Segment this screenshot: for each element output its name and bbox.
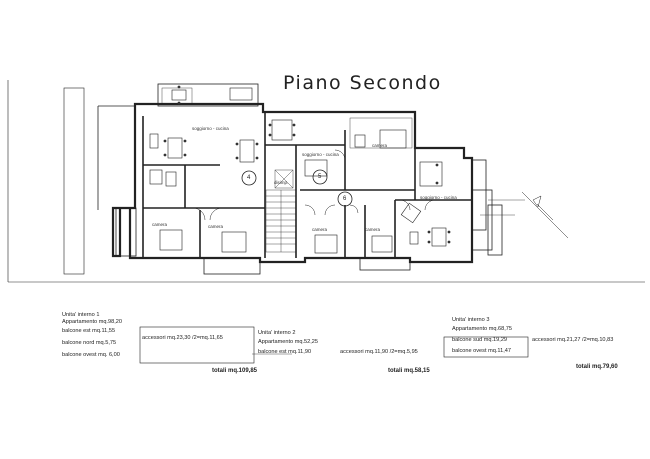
totale: totali mq.109,85 xyxy=(212,368,258,374)
balcone: balcone ovest mq. 6,00 xyxy=(62,352,120,358)
totale: totali mq.79,60 xyxy=(576,364,618,370)
unit-title: Unita' interno 3 xyxy=(452,317,490,323)
balcone: balcone ovest mq.11,47 xyxy=(452,348,511,354)
room-label: camera xyxy=(152,222,168,227)
circle-marker-4: 4 xyxy=(247,175,251,181)
totale: totali mq.58,15 xyxy=(388,368,430,374)
appartamento: Appartamento mq.52,25 xyxy=(258,339,319,345)
page-title: Piano Secondo xyxy=(283,72,442,94)
unit-title: Unita' interno 1 xyxy=(62,312,100,318)
room-label: soggiorno - cucina xyxy=(420,195,457,200)
stair-label: disimp. xyxy=(274,180,289,185)
accessori: accessori mq.11,90 /2=mq.5,95 xyxy=(340,349,418,355)
room-label: soggiorno - cucina xyxy=(302,152,339,157)
unit-title: Unita' interno 2 xyxy=(258,330,296,336)
appartamento: Appartamento mq.98,20 xyxy=(62,319,123,325)
appartamento: Appartamento mq.68,75 xyxy=(452,326,513,332)
balcone: balcone nord mq.5,75 xyxy=(62,340,117,346)
room-label: soggiorno - cucina xyxy=(192,126,229,131)
room-label: camera xyxy=(312,227,328,232)
accessori: accessori mq.23,30 /2=mq.11,65 xyxy=(142,335,223,341)
circle-marker-5: 5 xyxy=(318,174,322,180)
circle-marker-6: 6 xyxy=(343,196,347,202)
balcone: balcone est mq.11,90 xyxy=(258,349,312,355)
accessori: accessori mq.21,27 /2=mq.10,83 xyxy=(532,337,614,343)
room-label: camera xyxy=(208,224,224,229)
balcone: balcone est mq.11,55 xyxy=(62,328,116,334)
room-label: camera xyxy=(372,143,388,148)
balcone: balcone sud mq.19,29 xyxy=(452,337,508,343)
room-label: camera xyxy=(365,227,381,232)
